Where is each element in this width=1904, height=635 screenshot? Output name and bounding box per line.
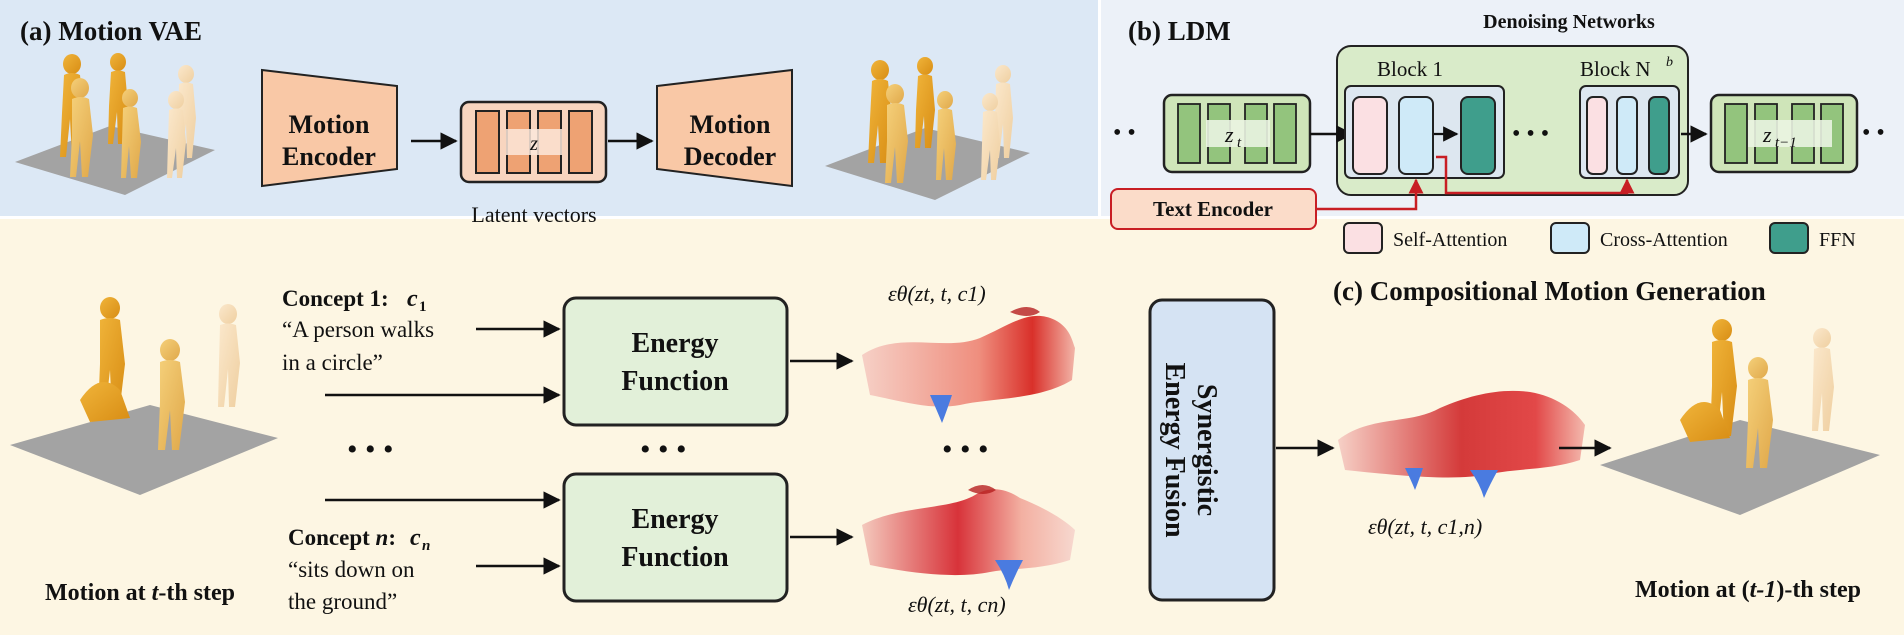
block-n-self-attention (1586, 96, 1608, 175)
motion-decoder-block (656, 68, 793, 188)
latent-symbol: z (529, 133, 538, 155)
block-1-self-attention (1352, 96, 1388, 175)
legend-swatch-cross-attention (1550, 222, 1590, 254)
legend-swatch-self-attention (1343, 222, 1383, 254)
energy-function-bottom-label-1: Energy (631, 504, 718, 535)
surfaces-ellipsis: • • • (942, 433, 989, 466)
block-n-label: Block N (1580, 57, 1651, 81)
motion-t1-caption: Motion at (t-1)-th step (1635, 577, 1861, 603)
legend-self-attention: Self-Attention (1393, 229, 1507, 251)
panel-a-title: (a) Motion VAE (20, 16, 202, 46)
motion-encoder-label-2: Encoder (282, 142, 376, 171)
energy-surface-bottom (862, 485, 1075, 590)
motion-t-render (10, 297, 278, 495)
energy-surface-top (862, 307, 1075, 423)
energy-function-top (562, 296, 789, 427)
panel-c-title: (c) Compositional Motion Generation (1333, 276, 1766, 306)
zt1-symbol: z (1762, 122, 1772, 147)
synergistic-energy-fusion (1148, 298, 1276, 602)
block-n-ffn (1648, 96, 1670, 175)
energy-function-bottom-label-2: Function (621, 542, 729, 573)
blocks-ellipsis: • • • (1512, 121, 1549, 147)
block-n-cross-attention (1616, 96, 1638, 175)
legend-swatch-ffn (1769, 222, 1809, 254)
legend-ffn: FFN (1819, 229, 1856, 251)
motion-t-caption: Motion at t-th step (45, 580, 235, 606)
energy-function-top-label-1: Energy (631, 328, 718, 359)
zt-subscript: t (1237, 135, 1242, 151)
motion-encoder-block (261, 68, 398, 188)
epsilon-bottom-label: εθ(zt, t, cn) (908, 592, 1006, 617)
latent-zt1-block (1709, 93, 1859, 174)
panel-b-title: (b) LDM (1128, 16, 1231, 46)
motion-decoder-label-1: Motion (690, 110, 771, 139)
epsilon-fused-label: εθ(zt, t, c1,n) (1368, 514, 1482, 539)
block-1-label: Block 1 (1377, 57, 1443, 81)
concept-n-symbol: c (410, 525, 421, 551)
leading-dots: • • (1113, 120, 1136, 146)
text-encoder-label: Text Encoder (1153, 197, 1273, 221)
concept-1-text-2: in a circle” (282, 350, 383, 375)
motion-input-render (15, 53, 215, 195)
denoising-networks-title: Denoising Networks (1483, 11, 1655, 33)
concept-1-text-1: “A person walks (282, 317, 434, 342)
concept-n-label: Concept n: (288, 525, 396, 550)
latent-zt-block (1162, 93, 1312, 174)
arrow-text-to-blockn (1436, 155, 1635, 195)
zt-symbol: z (1224, 122, 1234, 147)
arrow-text-to-block1 (1316, 178, 1424, 211)
energy-function-top-label-2: Function (621, 366, 729, 397)
epsilon-top-label: εθ(zt, t, c1) (888, 281, 986, 306)
legend-cross-attention: Cross-Attention (1600, 229, 1728, 251)
concept-1-subscript: 1 (419, 299, 427, 315)
concept-1-label: Concept 1: (282, 286, 389, 311)
legend: Self-Attention Cross-Attention FFN (1343, 222, 1856, 254)
concept-n-text-2: the ground” (288, 589, 397, 614)
zt1-subscript: t−1 (1775, 135, 1797, 151)
concepts-ellipsis: • • • (347, 433, 394, 466)
block-1-cross-attention (1398, 96, 1434, 175)
concept-n-subscript: n (422, 538, 430, 554)
motion-encoder-label-1: Motion (289, 110, 370, 139)
fusion-label-2: Energy Fusion (1159, 362, 1190, 537)
block-n-superscript: b (1666, 55, 1673, 70)
energy-function-bottom (562, 472, 789, 603)
concept-1-symbol: c (407, 286, 418, 312)
energy-ellipsis: • • • (640, 433, 687, 466)
motion-output-render (825, 57, 1030, 200)
fusion-label-1: Synergistic (1191, 384, 1222, 516)
trailing-dots: • • (1862, 120, 1885, 146)
motion-t1-render (1600, 319, 1880, 515)
latent-vectors-block (459, 100, 608, 184)
block-1-ffn (1460, 96, 1496, 175)
concept-n-text-1: “sits down on (288, 557, 415, 582)
energy-surface-fused (1338, 390, 1585, 498)
latent-caption: Latent vectors (471, 202, 596, 227)
motion-decoder-label-2: Decoder (684, 142, 776, 171)
